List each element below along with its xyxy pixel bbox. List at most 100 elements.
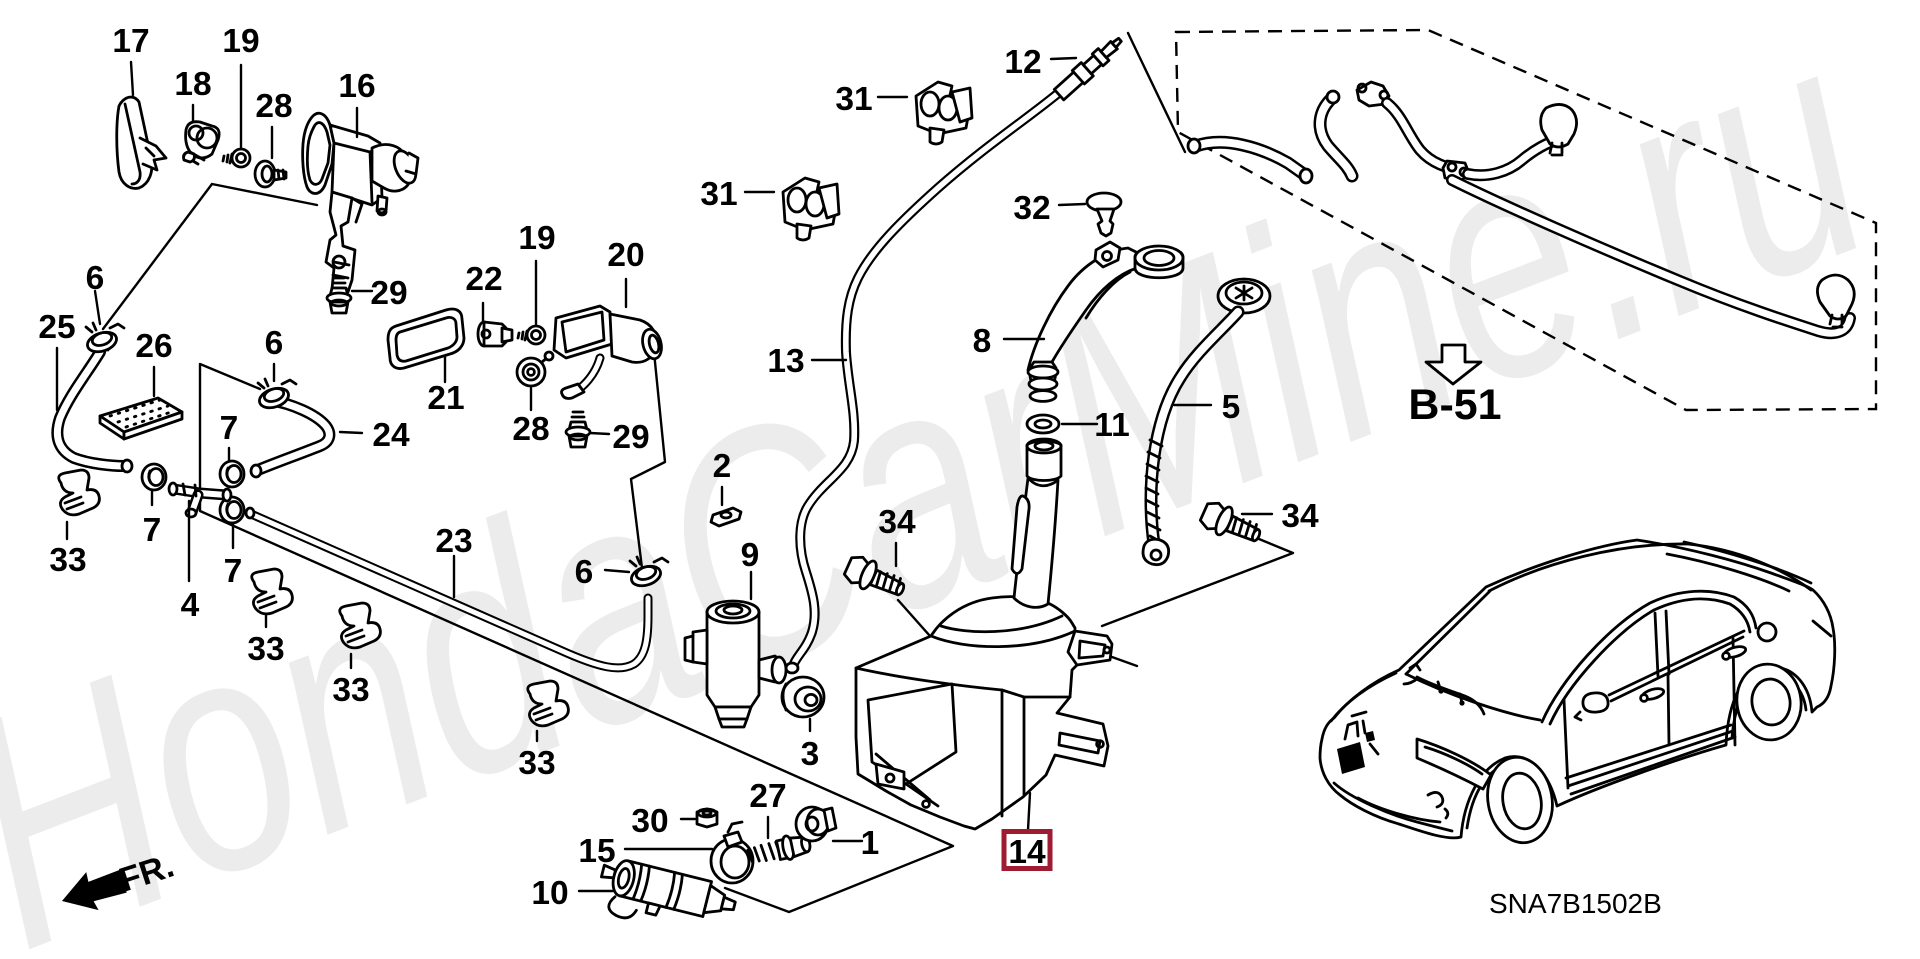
joint-22-shape-281 [500,326,514,344]
washer-tube-13-shape-41 [790,82,1071,669]
part-label-7-33: 7 [224,553,243,590]
b51-hose-group-shape-34 [1816,273,1856,321]
b51-label: B-51 [1408,381,1501,429]
joint-4-shape-214 [184,507,198,519]
part-label-31-7: 31 [700,176,737,213]
clamp-15 [709,820,755,885]
car-illustration-shape-373 [1564,723,1737,796]
washer-tube-13-shape-42 [784,661,800,675]
washer-tank-14-shape-99 [1102,645,1112,655]
plug-1-shape-171 [804,815,820,833]
screw-29b [564,410,592,449]
washer-tank-14-shape-96 [866,682,958,786]
gauge-tube-5-shape-83 [1234,284,1254,302]
cover-17-shape-238 [123,102,142,186]
nozzle-20-shape-298 [647,333,661,355]
clip-33b-shape-229 [256,594,278,610]
clip-33b [250,567,294,616]
grommet-7a-shape-198 [147,469,153,485]
valve-pump-9-shape-112 [705,610,761,709]
part-label-13-18: 13 [767,343,804,380]
b51-hose-group-shape-16 [1298,167,1314,185]
hose-25-shape-175 [120,458,134,474]
grommet-7c [218,495,246,525]
routing-lines-shape-8 [1100,537,1295,628]
part-label-29-25: 29 [612,419,649,456]
car-illustration-shape-368 [1639,693,1649,703]
tube-23-shape-218 [248,511,651,671]
plug-1 [794,805,838,843]
car-illustration-shape-383 [1332,781,1454,833]
screw-19b [516,324,547,346]
fr-marker: FR. [62,847,179,911]
filter-26-shape-185 [108,398,176,429]
part-label-24-24: 24 [372,417,410,454]
part-label-18-2: 18 [174,66,211,103]
part-label-10-44: 10 [531,875,568,912]
b51-hose-group-shape-21 [1356,82,1368,94]
b51-hose-group-shape-31 [1548,141,1564,157]
washer-pump-10-shape-151 [644,901,662,917]
screw-19a-shape-248 [230,147,252,169]
car-illustration-shape-386 [1756,621,1778,643]
grommet-28b-shape-290 [526,367,536,377]
hose-24-shape-190 [249,463,263,479]
part-label-20-10: 20 [607,237,644,274]
grommet-28b-shape-288 [515,356,547,388]
car-illustration-shape-361 [1548,597,1752,726]
washer-tank-14-shape-104 [884,772,896,784]
nozzle-18-shape-246 [182,150,196,164]
part-label-6-11: 6 [86,260,105,297]
part-label-16-3: 16 [338,68,375,105]
routing-lines-shape-6 [1126,31,1187,154]
clip-33d-shape-235 [532,706,554,722]
leader-lines-shape-314 [1049,56,1078,61]
filler-neck-8-shape-67 [1084,270,1132,320]
valve-pump-9-shape-115 [722,604,744,616]
washer-tank-14-shape-98 [1077,639,1107,660]
car-illustration-shape-385 [1426,791,1450,820]
part-label-33-38: 33 [518,745,555,782]
seal-ring-11 [1025,413,1061,435]
screw-19a [221,147,252,169]
clip-31a-shape-52 [919,90,941,118]
screw-19a-shape-249 [235,152,247,164]
bolt-34-left-shape-134 [875,570,902,595]
leader-lines-shape-354 [1026,791,1032,832]
nut-30-shape-166 [701,809,713,817]
filler-neck-8-shape-72 [1142,249,1176,267]
part-label-9-31: 9 [741,537,760,574]
hose-25 [51,343,134,474]
gauge-tube-5 [1141,277,1272,567]
bolt-34-left [842,555,906,597]
car-illustration-shape-389 [1343,719,1367,741]
valve-pump-9 [683,599,788,729]
cover-17 [115,95,168,190]
seal-21-shape-277 [394,315,459,363]
hose-24-shape-188 [254,396,333,474]
filler-neck-8-shape-69 [1101,250,1113,262]
part-label-19-1: 19 [222,23,259,60]
clip-31b-shape-61 [795,222,813,242]
leader-lines [55,56,1274,893]
car-illustration-shape-391 [1350,710,1380,756]
clip-31b [781,176,841,242]
clip-31a-shape-54 [950,86,974,124]
washer-tank-14-shape-110 [1010,494,1031,575]
car-illustration-shape-390 [1365,731,1375,742]
car-illustration-shape-370 [1721,651,1731,661]
part-label-26-17: 26 [135,328,172,365]
joint-4-shape-212 [167,481,179,497]
screw-19b-shape-284 [525,324,547,346]
clamp-15-shape-154 [719,844,751,880]
routing-lines-shape-4 [101,182,319,331]
clamp-6a-shape-180 [84,321,126,334]
screw-29b-shape-307 [568,432,588,442]
valve-pump-9-shape-116 [691,628,709,666]
washer-pump-10-shape-146 [600,863,617,880]
nozzle-16 [301,111,420,294]
part-label-2-26: 2 [713,448,732,485]
clip-2-shape-129 [719,510,733,520]
routing-lines-shape-3 [198,362,955,914]
